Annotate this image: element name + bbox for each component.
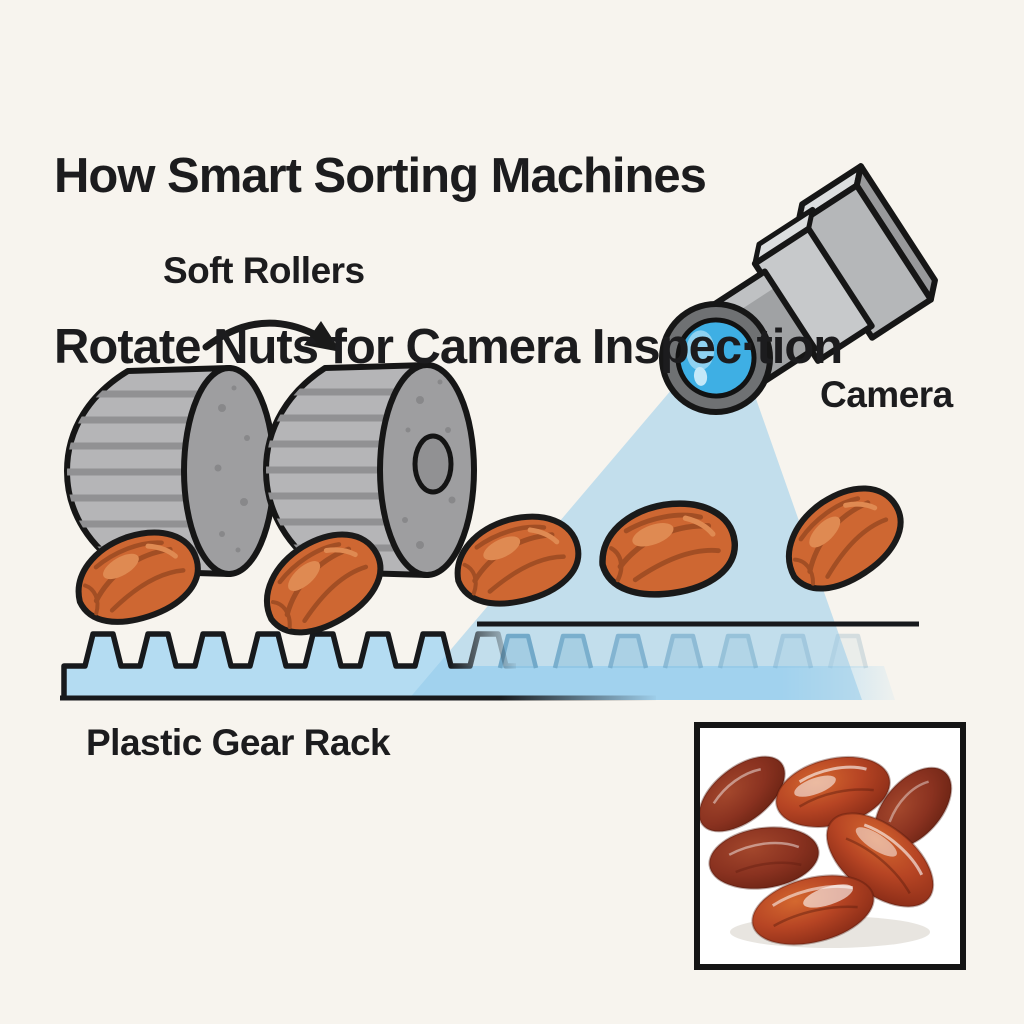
inset-date-mid-left bbox=[708, 826, 820, 890]
camera-icon bbox=[659, 163, 938, 415]
dates-photo bbox=[698, 755, 953, 948]
inset-date-back-left bbox=[698, 755, 786, 833]
title-line-1: How Smart Sorting Machines bbox=[54, 149, 707, 203]
rotation-arrow-icon bbox=[202, 319, 341, 352]
label-camera: Camera bbox=[820, 374, 953, 415]
soft-roller-left bbox=[64, 365, 277, 577]
roller-center-hole bbox=[412, 433, 454, 495]
inset-date-top bbox=[775, 756, 891, 828]
roller-speckles bbox=[402, 379, 456, 549]
roller-speckles bbox=[214, 385, 250, 553]
title-line-2: Rotate Nuts for Camera Inspec·tion bbox=[54, 320, 843, 374]
label-soft-rollers: Soft Rollers bbox=[163, 250, 365, 291]
soft-roller-right bbox=[263, 362, 477, 578]
inset-date-front bbox=[751, 874, 875, 946]
label-plastic-gear-rack: Plastic Gear Rack bbox=[86, 722, 391, 763]
dates-photo-inset bbox=[694, 722, 966, 970]
diagram-title: How Smart Sorting Machines Rotate Nuts f… bbox=[54, 34, 843, 490]
gear-rack-outline bbox=[61, 631, 516, 700]
